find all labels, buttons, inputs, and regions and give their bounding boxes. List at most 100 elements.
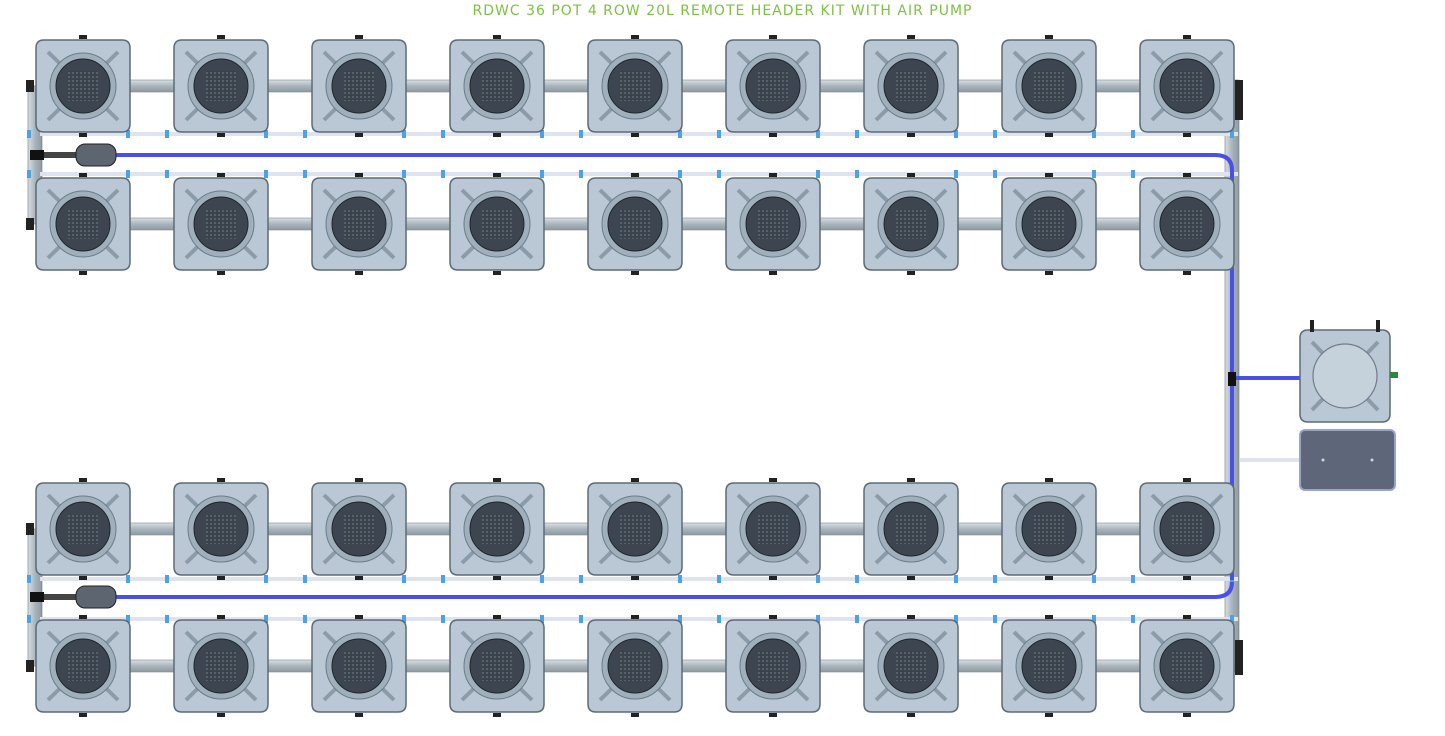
- line-fitting: [954, 575, 958, 583]
- pump-screw: [1321, 458, 1325, 462]
- line-fitting: [855, 615, 859, 623]
- pot-tab: [355, 478, 363, 482]
- line-fitting: [579, 615, 583, 623]
- pot-tab: [907, 478, 915, 482]
- air-line: [110, 153, 1234, 171]
- line-fitting: [678, 170, 682, 178]
- pot: [35, 478, 131, 580]
- air-pump: [1299, 429, 1396, 491]
- basket-mesh: [1172, 514, 1202, 544]
- pot: [863, 35, 959, 137]
- pot: [725, 615, 821, 717]
- pot: [173, 615, 269, 717]
- equipment-layer: [30, 143, 1398, 609]
- pot: [1001, 35, 1097, 137]
- pot-tab: [631, 271, 639, 275]
- pot-tab: [355, 615, 363, 619]
- pot: [1139, 478, 1235, 580]
- pot-tab: [907, 35, 915, 39]
- pot-tab: [1183, 615, 1191, 619]
- header-tank-outlet: [1390, 372, 1398, 378]
- basket-mesh: [758, 514, 788, 544]
- pot-tab: [355, 35, 363, 39]
- line-fitting: [855, 575, 859, 583]
- line-fitting: [579, 170, 583, 178]
- pot-tab: [217, 35, 225, 39]
- line-fitting: [165, 575, 169, 583]
- pot-tab: [631, 173, 639, 177]
- line-fitting: [579, 130, 583, 138]
- line-fitting: [717, 130, 721, 138]
- pot: [587, 173, 683, 275]
- pot-tab: [907, 271, 915, 275]
- line-fitting: [1131, 130, 1135, 138]
- pot-tab: [1183, 173, 1191, 177]
- line-fitting: [264, 170, 268, 178]
- line-fitting: [27, 170, 31, 178]
- header-tank-lid: [1312, 343, 1378, 409]
- pot-tab: [1045, 713, 1053, 717]
- pot: [449, 173, 545, 275]
- pot-tab: [79, 35, 87, 39]
- header-tank: [1228, 320, 1398, 423]
- pot: [35, 615, 131, 717]
- line-fitting: [165, 170, 169, 178]
- line-fitting: [303, 170, 307, 178]
- pot-tab: [355, 133, 363, 137]
- basket-mesh: [758, 651, 788, 681]
- line-fitting: [1092, 615, 1096, 623]
- pot-tab: [79, 576, 87, 580]
- pot-tab: [631, 478, 639, 482]
- line-fitting: [264, 130, 268, 138]
- pot-tab: [1045, 478, 1053, 482]
- basket-mesh: [344, 209, 374, 239]
- pot: [587, 615, 683, 717]
- line-fitting: [441, 575, 445, 583]
- line-fitting: [402, 575, 406, 583]
- pot-tab: [79, 133, 87, 137]
- basket-mesh: [1034, 71, 1064, 101]
- basket-mesh: [1172, 209, 1202, 239]
- pot-tab: [493, 173, 501, 177]
- line-fitting: [717, 170, 721, 178]
- pot-tab: [493, 478, 501, 482]
- pot-tab: [493, 35, 501, 39]
- pot-tab: [217, 478, 225, 482]
- pot-tab: [769, 478, 777, 482]
- pot-tab: [493, 576, 501, 580]
- pot-tab: [769, 713, 777, 717]
- pot: [173, 35, 269, 137]
- line-fitting: [678, 130, 682, 138]
- basket-mesh: [482, 651, 512, 681]
- pot-tab: [493, 615, 501, 619]
- line-fitting: [678, 615, 682, 623]
- pot-tab: [907, 576, 915, 580]
- basket-mesh: [1034, 651, 1064, 681]
- pot: [725, 173, 821, 275]
- line-fitting: [1131, 575, 1135, 583]
- pot: [173, 478, 269, 580]
- basket-mesh: [1034, 514, 1064, 544]
- line-fitting: [441, 170, 445, 178]
- line-fitting: [27, 130, 31, 138]
- pot-tab: [217, 173, 225, 177]
- pot-tab: [355, 173, 363, 177]
- line-fitting: [816, 170, 820, 178]
- pot-tab: [355, 271, 363, 275]
- header-tank-post: [1376, 320, 1380, 332]
- line-fitting: [264, 615, 268, 623]
- pot-tab: [493, 713, 501, 717]
- basket-mesh: [1172, 651, 1202, 681]
- line-fitting: [27, 575, 31, 583]
- line-fitting: [303, 130, 307, 138]
- line-fitting: [816, 575, 820, 583]
- pot-tab: [493, 133, 501, 137]
- line-fitting: [1131, 170, 1135, 178]
- line-fitting: [993, 615, 997, 623]
- pot-tab: [79, 271, 87, 275]
- pot-tab: [907, 713, 915, 717]
- pot-tab: [907, 173, 915, 177]
- line-fitting: [1092, 130, 1096, 138]
- basket-mesh: [620, 514, 650, 544]
- pot-tab: [1183, 271, 1191, 275]
